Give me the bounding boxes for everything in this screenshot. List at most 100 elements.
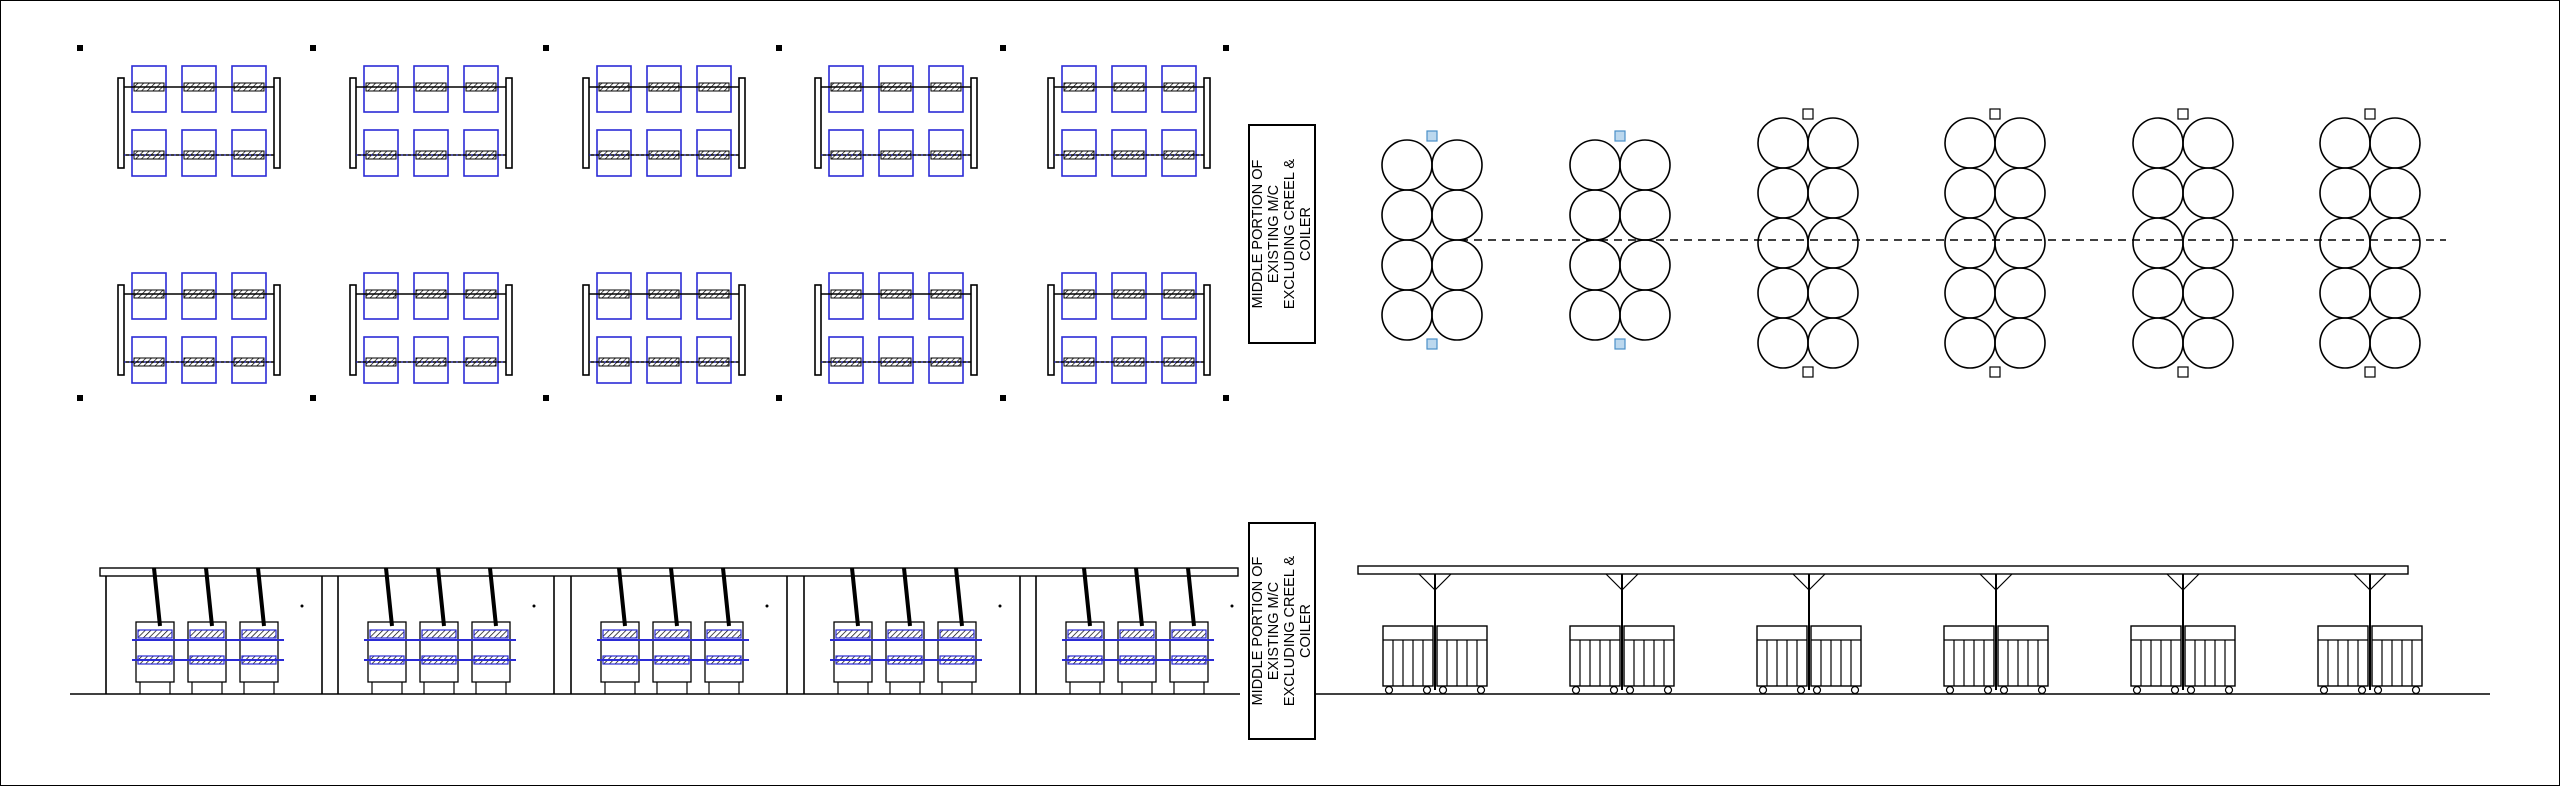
frame-post <box>582 77 590 169</box>
head-unit <box>181 272 217 320</box>
head-group-plan <box>1047 65 1211 177</box>
sliver-can <box>1431 139 1483 191</box>
corner-mark <box>310 45 316 51</box>
sliver-can <box>2132 217 2184 269</box>
head-unit <box>363 129 399 177</box>
wheel <box>1758 685 1768 695</box>
feed-arm <box>384 567 394 627</box>
frame-post <box>117 284 125 376</box>
sliver-can <box>1619 289 1671 341</box>
sliver-can <box>2369 117 2421 169</box>
sliver-can <box>1807 317 1859 369</box>
drafting-roll <box>1171 629 1207 639</box>
head-unit <box>463 336 499 384</box>
can-rack-plan <box>2319 108 2421 378</box>
feed-arm <box>204 567 214 627</box>
can-unit-elevation <box>1756 573 1862 695</box>
head-body <box>885 621 925 683</box>
head-unit <box>413 65 449 113</box>
feed-arm <box>721 567 731 627</box>
head-unit <box>596 129 632 177</box>
sliver-can <box>2319 117 2371 169</box>
sliver-can <box>1807 167 1859 219</box>
frame-post <box>117 77 125 169</box>
sliver-can <box>1944 217 1996 269</box>
rack-marker <box>2364 366 2376 378</box>
bracket <box>2369 573 2387 591</box>
feed-arm <box>669 567 679 627</box>
can-trolley <box>1943 625 1995 687</box>
frame-post <box>273 284 281 376</box>
head-unit <box>463 129 499 177</box>
frame-post <box>970 284 978 376</box>
can-unit-elevation <box>2317 573 2423 695</box>
frame-post <box>738 77 746 169</box>
sliver-can <box>2319 267 2371 319</box>
rack-marker <box>1426 338 1438 350</box>
wheel <box>2319 685 2329 695</box>
sliver-can <box>1569 189 1621 241</box>
frame-post <box>349 284 357 376</box>
can-trolley <box>2184 625 2236 687</box>
bracket <box>1792 573 1810 591</box>
middle-portion-text-bottom: MIDDLE PORTION OF EXISTING M/C EXCLUDING… <box>1250 556 1314 706</box>
head-body <box>1065 621 1105 683</box>
head-unit <box>878 65 914 113</box>
head-group-elevation <box>1035 567 1253 694</box>
can-trolley <box>1382 625 1434 687</box>
sliver-can <box>1944 117 1996 169</box>
head-unit <box>646 272 682 320</box>
head-group-plan <box>814 272 978 384</box>
dot-mark <box>300 604 304 608</box>
drafting-roll <box>1067 629 1103 639</box>
head-unit <box>1061 129 1097 177</box>
wheel <box>1983 685 1993 695</box>
sliver-can <box>1757 117 1809 169</box>
head-unit <box>181 65 217 113</box>
wheel <box>1625 685 1635 695</box>
feed-arm <box>152 567 162 627</box>
can-unit-elevation <box>1382 573 1488 695</box>
dot-mark <box>532 604 536 608</box>
sliver-can <box>2132 267 2184 319</box>
head-group-plan <box>349 272 513 384</box>
can-unit-elevation <box>1943 573 2049 695</box>
feed-arm <box>902 567 912 627</box>
bracket <box>2353 573 2371 591</box>
head-group-plan <box>117 272 281 384</box>
head-unit <box>1161 129 1197 177</box>
drafting-roll <box>939 629 975 639</box>
frame-post <box>1203 284 1211 376</box>
sliver-can <box>2182 117 2234 169</box>
sliver-can <box>1944 317 1996 369</box>
can-trolley <box>1623 625 1675 687</box>
head-unit <box>1111 129 1147 177</box>
head-unit <box>1061 336 1097 384</box>
head-unit <box>131 129 167 177</box>
sliver-can <box>1944 167 1996 219</box>
middle-portion-text-top: MIDDLE PORTION OF EXISTING M/C EXCLUDING… <box>1250 159 1314 309</box>
head-unit <box>363 336 399 384</box>
head-unit <box>696 129 732 177</box>
wheel <box>2357 685 2367 695</box>
rack-marker <box>1802 366 1814 378</box>
overhead-beam <box>99 567 1239 577</box>
sliver-can <box>2132 117 2184 169</box>
head-body <box>600 621 640 683</box>
sliver-can <box>2319 317 2371 369</box>
wheel <box>1850 685 1860 695</box>
wheel <box>1609 685 1619 695</box>
elevation-head-groups <box>70 567 1253 695</box>
feed-arm <box>850 567 860 627</box>
head-unit <box>231 129 267 177</box>
head-body <box>1117 621 1157 683</box>
bracket <box>1995 573 2013 591</box>
head-unit <box>828 129 864 177</box>
head-unit <box>231 272 267 320</box>
sliver-can <box>1619 139 1671 191</box>
label-line: EXISTING M/C <box>1266 184 1283 284</box>
corner-mark <box>776 45 782 51</box>
head-body <box>187 621 227 683</box>
head-unit <box>928 272 964 320</box>
sliver-can <box>1994 317 2046 369</box>
